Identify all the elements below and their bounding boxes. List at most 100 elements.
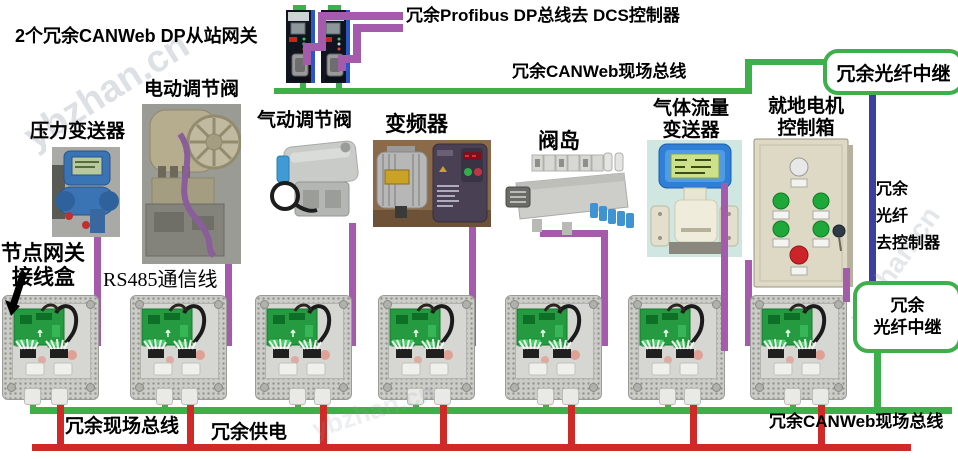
gas-flow-label-line1: 气体流量: [652, 98, 729, 119]
cable-gland: [314, 388, 331, 405]
junction-box-pcb: [761, 303, 827, 376]
node-gateway-label-line2: 接线盒: [12, 266, 75, 289]
fiber-repeater-bottom-label-line1: 冗余: [890, 296, 925, 315]
pneumatic-valve-photo: [270, 140, 359, 217]
gateway-top-connector: [293, 5, 306, 11]
cable-gland: [784, 388, 801, 405]
field-bus-bottom-label: 冗余现场总线: [65, 416, 180, 437]
cable-gland: [24, 388, 41, 405]
electric-valve-label: 电动调节阀: [144, 79, 240, 100]
junction-red-stub: [818, 396, 825, 450]
valve-island-photo: [505, 152, 634, 235]
gas-flow-label-line2: 变送器: [662, 119, 720, 141]
fiber-link-line: [869, 84, 876, 284]
junction-box-pcb: [516, 303, 582, 376]
gateway-title: 2个冗余CANWeb DP从站网关: [15, 26, 258, 46]
fiber-side-line1: 冗余: [876, 181, 909, 198]
screw: [462, 383, 471, 392]
screw: [510, 300, 519, 309]
junction-box-pcb: [13, 303, 79, 376]
motor-box-label-line1: 就地电机: [767, 96, 844, 117]
junction-box-pcb: [266, 303, 332, 376]
screw: [712, 383, 721, 392]
node-gateway-label: 节点网关 接线盒: [1, 242, 85, 290]
screw: [755, 300, 764, 309]
screw: [510, 383, 519, 392]
screw: [135, 383, 144, 392]
screw: [260, 300, 269, 309]
motor-control-box-photo: [753, 138, 853, 288]
cable-gland: [812, 388, 829, 405]
screw: [339, 383, 348, 392]
fiber-repeater-bottom-box: 冗余 光纤中继: [853, 281, 958, 353]
fiber-repeater-bottom-label-line2: 光纤中继: [873, 318, 942, 337]
fiber-to-controller-label: 冗余 光纤 去控制器: [876, 176, 940, 257]
vfd-photo: [373, 140, 491, 227]
junction-box: [255, 295, 352, 405]
power-bottom-label: 冗余供电: [211, 422, 288, 443]
screw: [7, 383, 16, 392]
motor-box-label: 就地电机 控制箱: [760, 96, 852, 140]
cable-gland: [434, 388, 451, 405]
screw: [135, 300, 144, 309]
gas-flow-label: 气体流量 变送器: [645, 98, 737, 142]
junction-box: [628, 295, 725, 405]
screw: [589, 300, 598, 309]
screw: [633, 383, 642, 392]
screw: [755, 383, 764, 392]
vfd-label: 变频器: [385, 113, 448, 136]
electric-valve-photo: [142, 104, 241, 264]
screw: [462, 300, 471, 309]
cable-gland: [51, 388, 68, 405]
rs485-label: RS485通信线: [103, 269, 218, 291]
junction-box-pcb: [141, 303, 207, 376]
junction-box: [750, 295, 847, 405]
canweb-bottom-label: 冗余CANWeb现场总线: [769, 412, 944, 431]
screw: [834, 300, 843, 309]
pressure-transmitter-label: 压力变送器: [30, 121, 126, 142]
junction-red-stub: [187, 396, 194, 450]
node-gateway-label-line1: 节点网关: [1, 242, 85, 265]
fiber-side-line2: 光纤: [876, 208, 909, 225]
pressure-transmitter-photo: [52, 147, 120, 237]
junction-box: [505, 295, 602, 405]
screw: [260, 383, 269, 392]
profibus-label: 冗余Profibus DP总线去 DCS控制器: [406, 6, 680, 25]
cable-gland: [289, 388, 306, 405]
junction-box: [130, 295, 227, 405]
screw: [633, 300, 642, 309]
cable-gland: [659, 388, 676, 405]
screw: [86, 300, 95, 309]
cable-gland: [684, 388, 701, 405]
junction-red-stub: [568, 396, 575, 450]
junction-red-stub: [320, 396, 327, 450]
junction-red-stub: [690, 396, 697, 450]
screw: [712, 300, 721, 309]
junction-box-pcb: [389, 303, 455, 376]
motor-box-label-line2: 控制箱: [777, 117, 835, 139]
gateway-top-connector: [328, 5, 341, 11]
bottom-red-bus-line: [32, 444, 911, 451]
screw: [214, 383, 223, 392]
screw: [383, 383, 392, 392]
junction-red-stub: [440, 396, 447, 450]
canweb-top-label: 冗余CANWeb现场总线: [512, 62, 687, 81]
pneumatic-valve-label: 气动调节阀: [257, 110, 353, 131]
fiber-repeater-top-box: 冗余光纤中继: [823, 49, 958, 95]
junction-red-stub: [57, 396, 64, 450]
cable-gland: [407, 388, 424, 405]
cable-gland: [156, 388, 173, 405]
screw: [383, 300, 392, 309]
cable-gland: [537, 388, 554, 405]
cable-gland: [181, 388, 198, 405]
screw: [589, 383, 598, 392]
fiber-repeater-top-label: 冗余光纤中继: [836, 63, 951, 85]
junction-box-pcb: [639, 303, 705, 376]
junction-box: [378, 295, 475, 405]
screw: [86, 383, 95, 392]
screw: [339, 300, 348, 309]
cable-gland: [562, 388, 579, 405]
fiber-side-line3: 去控制器: [876, 235, 941, 252]
valve-island-label: 阀岛: [538, 130, 580, 153]
